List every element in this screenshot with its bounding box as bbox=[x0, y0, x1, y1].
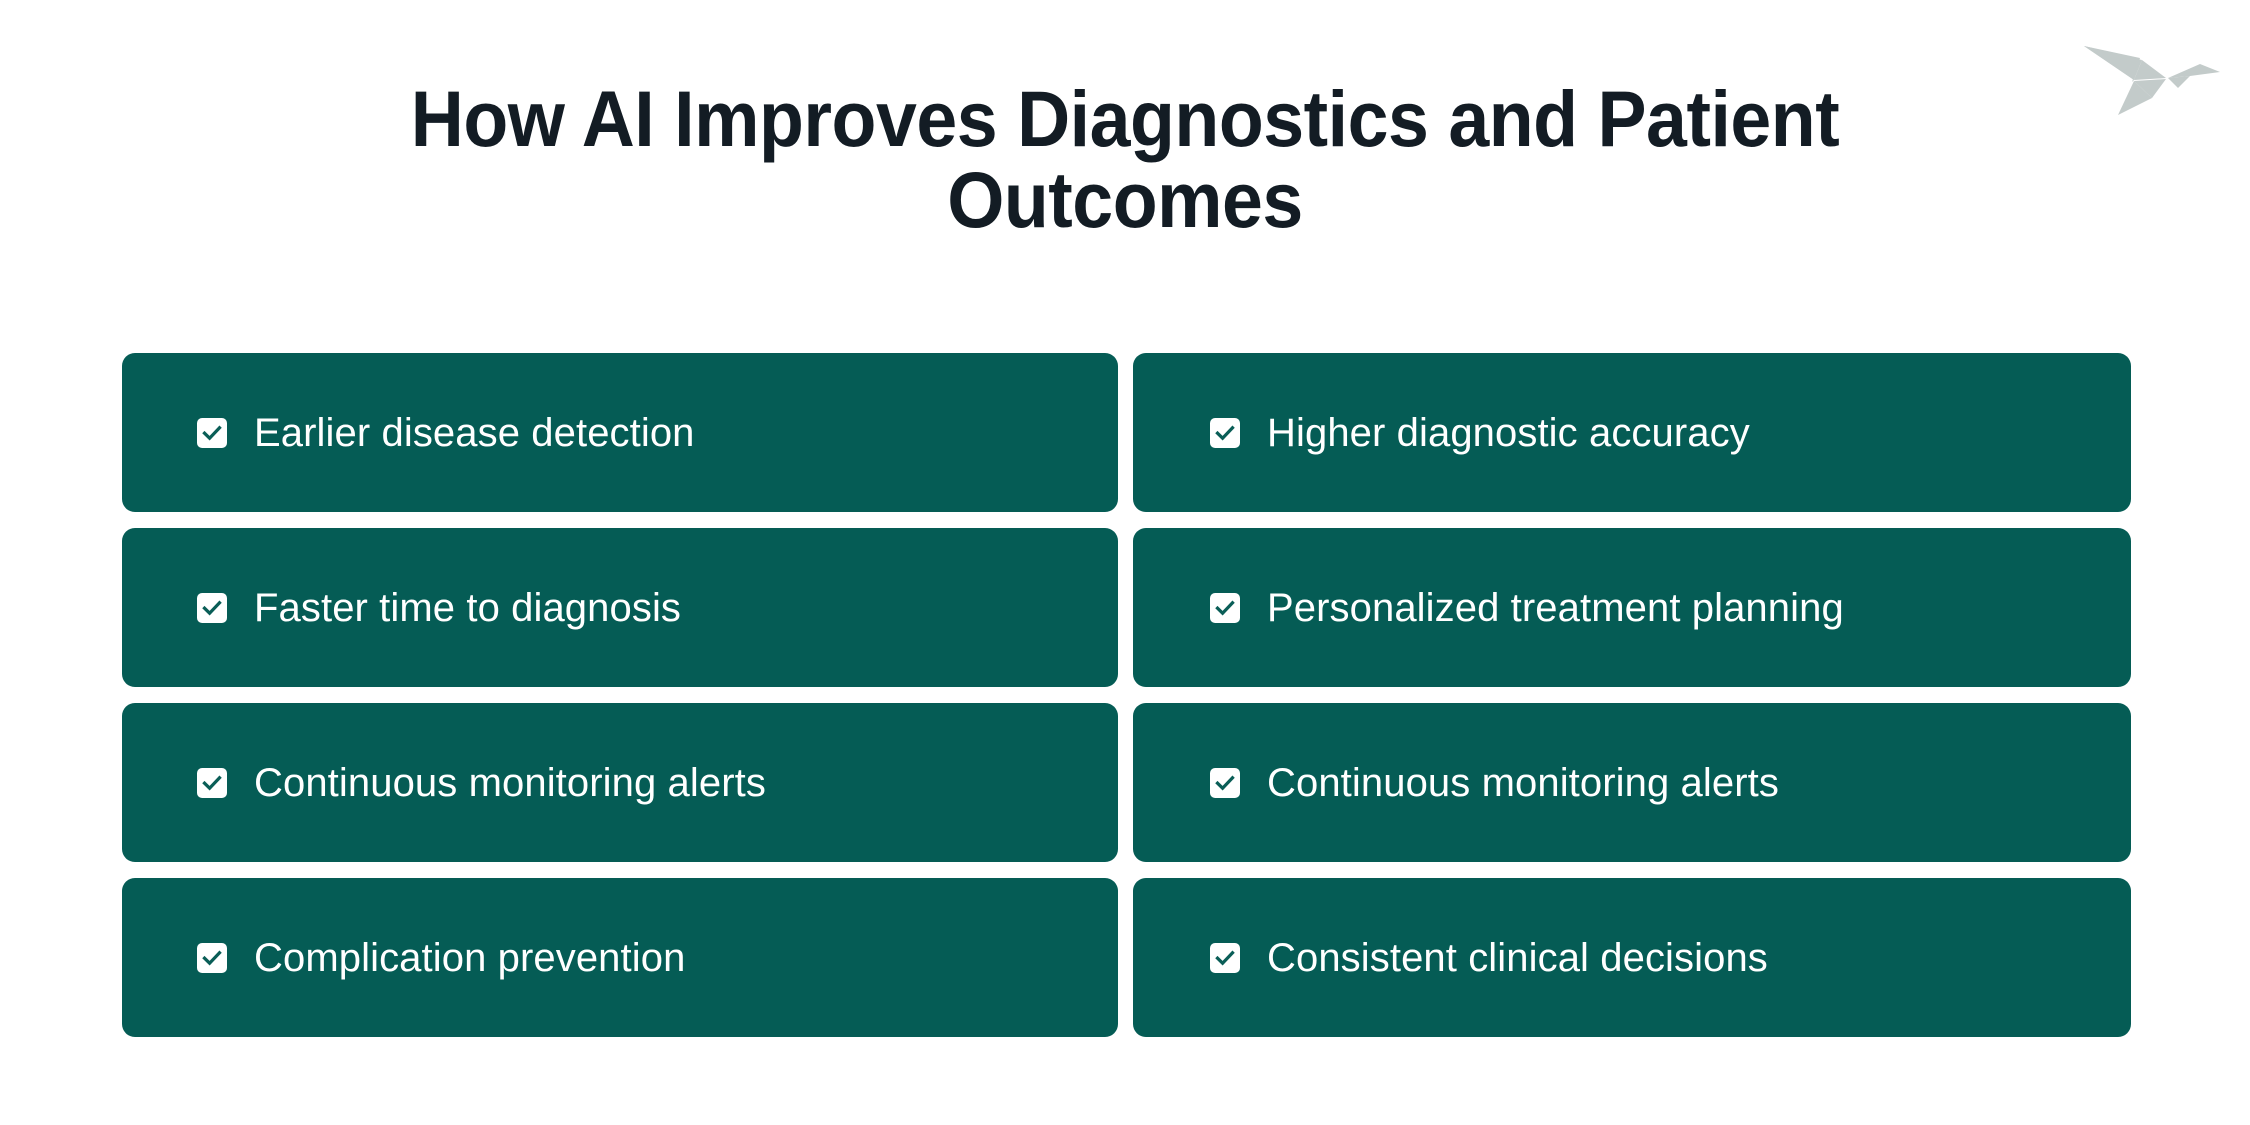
page-title: How AI Improves Diagnostics and Patient … bbox=[410, 74, 1840, 245]
benefit-card-label: Consistent clinical decisions bbox=[1267, 935, 1768, 980]
benefit-card[interactable]: Continuous monitoring alerts bbox=[122, 703, 1118, 862]
title-container: How AI Improves Diagnostics and Patient … bbox=[200, 78, 2050, 241]
checkbox-checked-icon[interactable] bbox=[1210, 417, 1240, 448]
benefit-card[interactable]: Faster time to diagnosis bbox=[122, 528, 1118, 687]
checkbox-checked-icon[interactable] bbox=[1210, 767, 1240, 798]
benefit-card-label: Continuous monitoring alerts bbox=[1267, 760, 1779, 805]
origami-bird-logo bbox=[2082, 18, 2222, 118]
checkbox-checked-icon[interactable] bbox=[197, 417, 227, 448]
benefit-card[interactable]: Higher diagnostic accuracy bbox=[1133, 353, 2131, 512]
benefit-card[interactable]: Continuous monitoring alerts bbox=[1133, 703, 2131, 862]
benefit-card-label: Continuous monitoring alerts bbox=[254, 760, 766, 805]
benefit-card[interactable]: Personalized treatment planning bbox=[1133, 528, 2131, 687]
checkbox-checked-icon[interactable] bbox=[197, 942, 227, 973]
benefit-card-label: Personalized treatment planning bbox=[1267, 585, 1844, 630]
checkbox-checked-icon[interactable] bbox=[197, 767, 227, 798]
checkbox-checked-icon[interactable] bbox=[197, 592, 227, 623]
benefit-card[interactable]: Earlier disease detection bbox=[122, 353, 1118, 512]
benefit-card-label: Earlier disease detection bbox=[254, 410, 695, 455]
benefit-card[interactable]: Complication prevention bbox=[122, 878, 1118, 1037]
checkbox-checked-icon[interactable] bbox=[1210, 942, 1240, 973]
benefit-card-label: Higher diagnostic accuracy bbox=[1267, 410, 1750, 455]
benefit-card-label: Complication prevention bbox=[254, 935, 686, 980]
benefits-grid: Earlier disease detection Higher diagnost… bbox=[122, 353, 2131, 1037]
benefit-card-label: Faster time to diagnosis bbox=[254, 585, 682, 630]
checkbox-checked-icon[interactable] bbox=[1210, 592, 1240, 623]
benefit-card[interactable]: Consistent clinical decisions bbox=[1133, 878, 2131, 1037]
